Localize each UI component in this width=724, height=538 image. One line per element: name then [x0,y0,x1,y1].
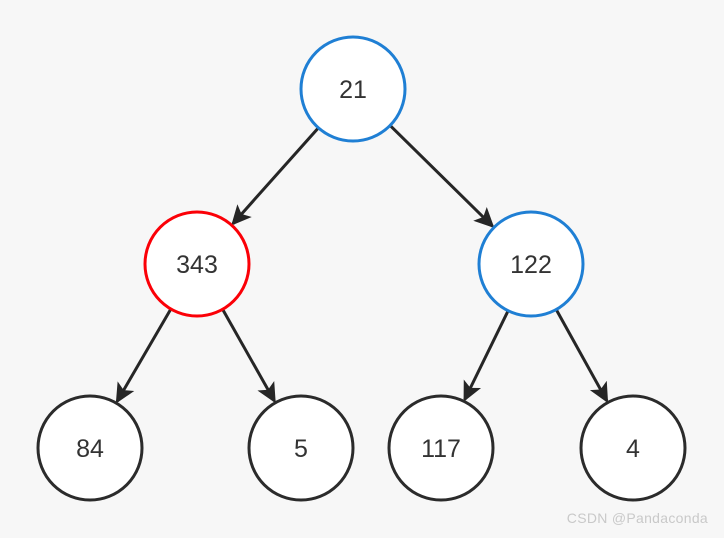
tree-node[interactable]: 5 [247,394,355,502]
tree-node-label: 343 [176,251,218,279]
tree-edge [115,308,173,404]
tree-node-label: 5 [294,435,308,463]
tree-node[interactable]: 117 [387,394,495,502]
tree-node-circle[interactable] [299,35,407,143]
tree-node-circle[interactable] [247,394,355,502]
tree-edge [221,308,276,404]
tree-edge [554,308,609,404]
tree-node[interactable]: 343 [143,210,251,318]
tree-node-label: 21 [339,76,367,104]
tree-edge [389,124,495,228]
tree-edge [231,126,320,226]
tree-node-circle[interactable] [387,394,495,502]
tree-node-circle[interactable] [477,210,585,318]
tree-node-circle[interactable] [143,210,251,318]
tree-node-label: 4 [626,435,640,463]
tree-node-label: 117 [421,435,461,463]
tree-node-label: 122 [510,251,552,279]
tree-node[interactable]: 21 [299,35,407,143]
node-layer: 21 343 122 84 5 117 4 [36,35,687,502]
tree-node[interactable]: 122 [477,210,585,318]
tree-edge [463,310,510,402]
tree-node-circle[interactable] [579,394,687,502]
edge-layer [115,124,609,404]
watermark-label: CSDN @Pandaconda [566,510,708,526]
tree-node[interactable]: 4 [579,394,687,502]
tree-node-label: 84 [76,435,104,463]
tree-node-circle[interactable] [36,394,144,502]
tree-node[interactable]: 84 [36,394,144,502]
